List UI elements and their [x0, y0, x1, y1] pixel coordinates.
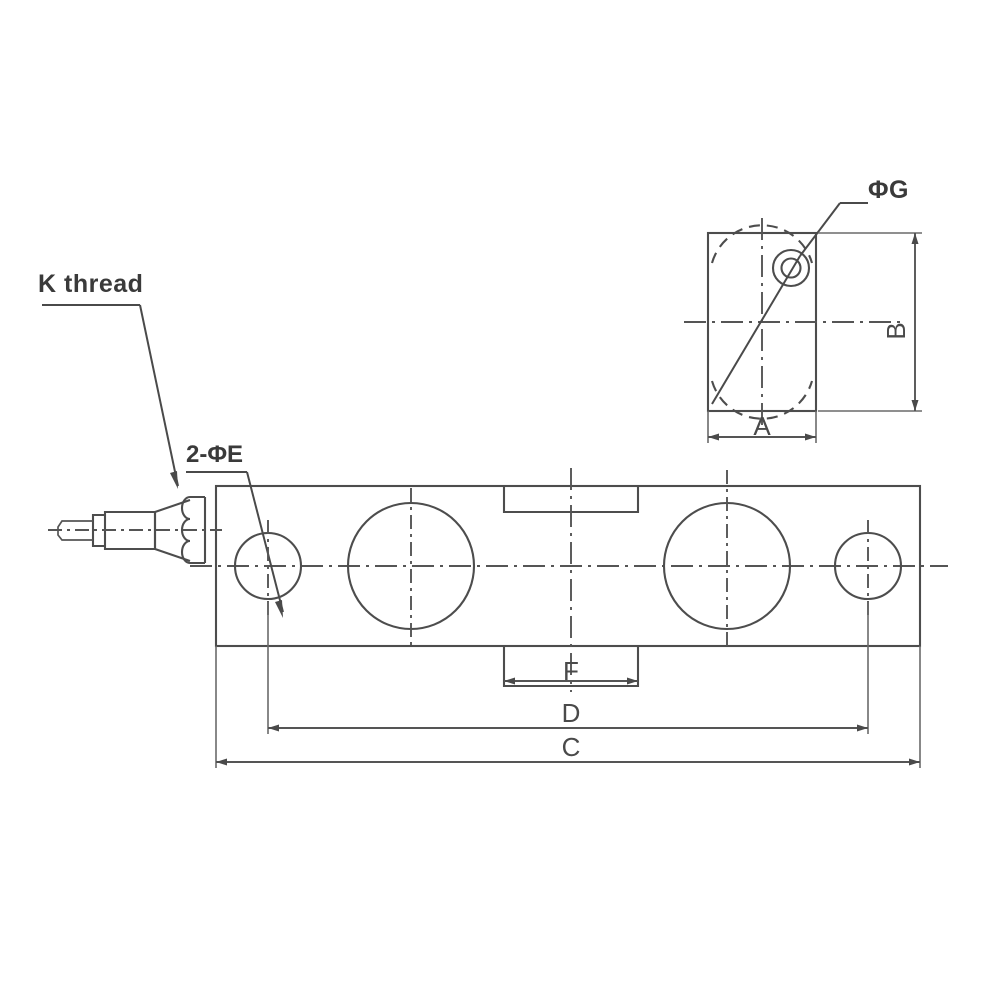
dim-a-arrow-right: [805, 433, 816, 441]
k-thread-leader-diagonal: [139, 304, 179, 487]
end-view-mounting-hole-inner: [780, 257, 802, 279]
dim-c-label: C: [562, 732, 581, 762]
end-view-mounting-hole-outer: [771, 248, 811, 288]
side-view-body-outline: [214, 484, 922, 648]
side-view-group: F D C K thread 2-ΦE: [38, 270, 948, 768]
dim-d-arrow-right: [857, 724, 868, 732]
k-thread-label: K thread: [38, 270, 143, 298]
dim-d-arrow-left: [268, 724, 279, 732]
dim-b-label: B: [881, 322, 911, 339]
dim-b-arrow-bottom: [911, 400, 919, 411]
end-view-diagonal-leader: [711, 255, 801, 405]
dim-f-label: F: [563, 656, 579, 686]
dim-b-arrow-top: [911, 233, 919, 244]
end-view-corner-arc-bottom: [710, 380, 814, 420]
cable-gland-collar: [91, 513, 105, 548]
dim-f-arrow-left: [504, 677, 515, 685]
center-pocket-bottom: [502, 645, 640, 688]
cable-stub: [57, 520, 93, 541]
phi-e-label: 2-ΦE: [186, 441, 243, 468]
dim-c-arrow-right: [909, 758, 920, 766]
end-view-corner-arc-top: [710, 224, 814, 264]
phi-g-label: ΦG: [868, 176, 909, 204]
dim-f-arrow-right: [627, 677, 638, 685]
dim-d-label: D: [562, 698, 581, 728]
phi-e-leader-arrowhead: [275, 600, 283, 618]
end-view-group: ΦG B A: [684, 176, 922, 443]
cable-gland-cylinder: [103, 510, 157, 551]
dim-a-arrow-left: [708, 433, 719, 441]
k-thread-leader-arrowhead: [170, 471, 178, 489]
dim-c-arrow-left: [216, 758, 227, 766]
phi-g-leader-line: [799, 202, 841, 257]
phi-e-leader-diagonal: [246, 471, 284, 613]
dim-a-label: A: [753, 411, 771, 441]
